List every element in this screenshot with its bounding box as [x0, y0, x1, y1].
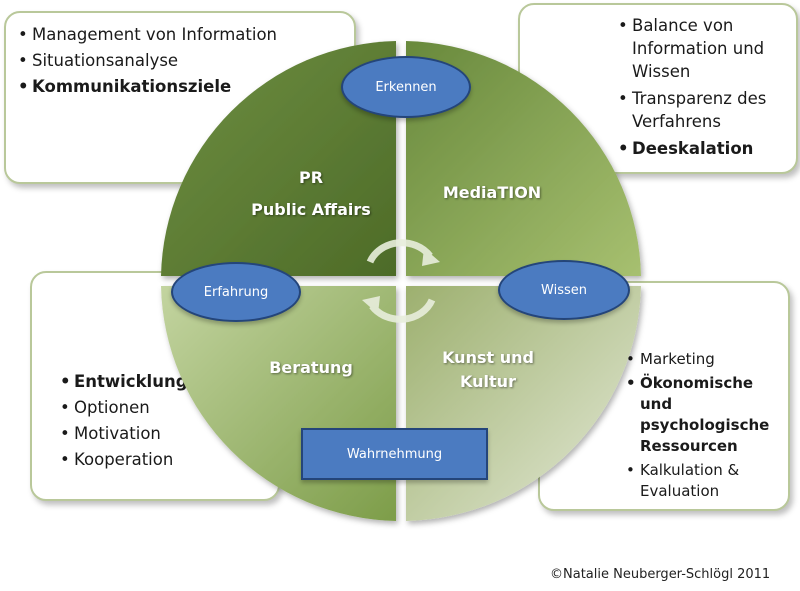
oval-wissen: Wissen: [498, 260, 630, 320]
quadrant-label-pr: PR Public Affairs: [236, 166, 386, 222]
list-item: Kooperation: [58, 447, 188, 473]
list-item: Optionen: [58, 395, 188, 421]
oval-erkennen: Erkennen: [341, 56, 471, 118]
list-item: Kommunikationsziele: [16, 75, 277, 98]
bullet-list: Balance von Information und Wissen Trans…: [616, 14, 796, 164]
list-item: Balance von Information und Wissen: [616, 14, 796, 83]
list-item: Kalkulation & Evaluation: [624, 460, 786, 502]
label-line: PR: [298, 168, 324, 187]
list-item: Transparenz des Verfahrens: [616, 87, 796, 133]
rect-wahrnehmung: Wahrnehmung: [301, 428, 488, 480]
bullet-list: Management von Information Situationsana…: [16, 23, 277, 101]
quadrant-label-beratung: Beratung: [269, 358, 353, 377]
bullet-list: Marketing Ökonomische und psychologische…: [624, 349, 786, 505]
list-item: Motivation: [58, 421, 188, 447]
list-item: Entwicklung: [58, 369, 188, 395]
quadrant-label-kunst-kultur: Kunst und Kultur: [428, 346, 548, 394]
label-line: Kunst und: [442, 348, 534, 367]
quadrant-bottom-right: [406, 286, 641, 521]
cycle-arrows-icon: [362, 239, 440, 323]
oval-erfahrung: Erfahrung: [171, 262, 301, 322]
bullet-list: Entwicklung Optionen Motivation Kooperat…: [58, 369, 188, 473]
list-item: Ökonomische und psychologische Ressource…: [624, 373, 786, 457]
list-item: Deeskalation: [616, 137, 796, 160]
copyright-notice: ©Natalie Neuberger-Schlögl 2011: [550, 567, 771, 582]
label-line: Kultur: [460, 372, 516, 391]
list-item: Marketing: [624, 349, 786, 370]
quadrant-top-left: [161, 41, 396, 276]
list-item: Management von Information: [16, 23, 277, 46]
label-line: Public Affairs: [251, 200, 371, 219]
quadrant-label-mediation: MediaTION: [442, 183, 542, 202]
quadrant-bottom-left: [161, 286, 396, 521]
list-item: Situationsanalyse: [16, 49, 277, 72]
